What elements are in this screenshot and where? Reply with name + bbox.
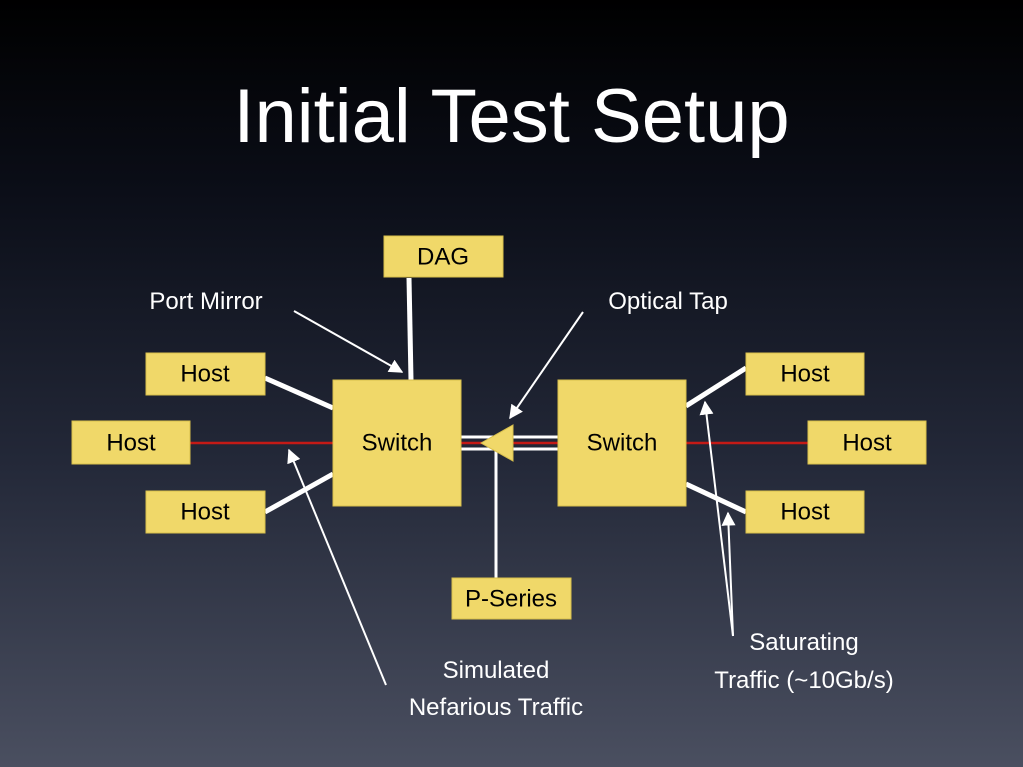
- host-label: Host: [180, 361, 230, 388]
- dag-label: DAG: [417, 244, 469, 271]
- port-mirror-arrow: [293, 310, 404, 373]
- saturating-label-line1: Saturating: [749, 629, 858, 656]
- host-label: Host: [842, 430, 892, 457]
- host-right-bottom: Host: [745, 490, 865, 534]
- saturating-label-line2: Traffic (~10Gb/s): [714, 667, 893, 694]
- slide-title: Initial Test Setup: [233, 74, 790, 159]
- simulated-label-line2: Nefarious Traffic: [409, 694, 583, 721]
- simulated-label-line1: Simulated: [443, 657, 550, 684]
- saturating-arrow-top: [699, 400, 734, 637]
- optical-tap-label: Optical Tap: [608, 288, 728, 315]
- optical-tap-arrow: [509, 311, 584, 420]
- simulated-traffic-arrow: [287, 448, 387, 686]
- switch-right: Switch: [557, 379, 687, 507]
- link-host-right-top: [684, 365, 748, 409]
- host-label: Host: [780, 499, 830, 526]
- host-label: Host: [780, 361, 830, 388]
- host-right-top: Host: [745, 352, 865, 396]
- saturating-arrow-bottom: [721, 511, 736, 637]
- link-host-left-top: [263, 375, 335, 411]
- switch-left: Switch: [332, 379, 462, 507]
- dag-node: DAG: [383, 235, 504, 278]
- link-dag-switch: [406, 277, 414, 381]
- switch-left-label: Switch: [362, 430, 433, 457]
- p-series-label: P-Series: [465, 586, 557, 613]
- host-label: Host: [106, 430, 156, 457]
- link-host-left-bottom: [263, 471, 335, 515]
- port-mirror-label: Port Mirror: [149, 288, 262, 315]
- host-right-middle: Host: [807, 420, 927, 465]
- host-left-top: Host: [145, 352, 266, 396]
- host-label: Host: [180, 499, 230, 526]
- optical-tap-icon: [479, 424, 514, 462]
- p-series-node: P-Series: [451, 577, 572, 620]
- switch-right-label: Switch: [587, 430, 658, 457]
- host-left-middle: Host: [71, 420, 191, 465]
- host-left-bottom: Host: [145, 490, 266, 534]
